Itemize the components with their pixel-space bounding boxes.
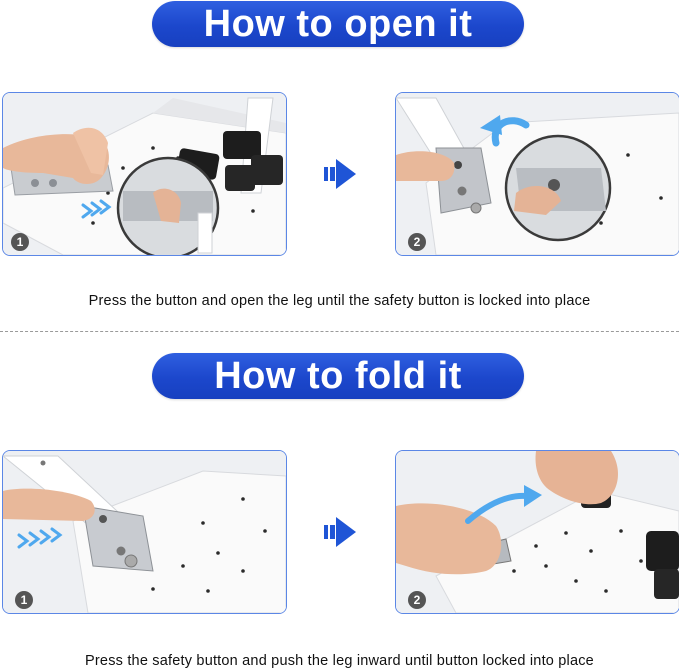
step-number-badge: 2 [408,233,426,251]
section-divider [0,331,679,332]
fold-step-2-photo: 2 [395,450,679,614]
fold-section-caption: Press the safety button and push the leg… [85,653,594,669]
fold-step-1-photo: 1 [2,450,287,614]
open-section-title: How to open it [152,1,524,47]
next-step-arrow-icon [324,517,356,547]
step-number-badge: 1 [15,591,33,609]
step-number-badge: 2 [408,591,426,609]
fold-section-title: How to fold it [152,353,524,399]
open-section-caption: Press the button and open the leg until … [88,293,591,309]
next-step-arrow-icon [324,159,356,189]
open-step-1-photo: 1 [2,92,287,256]
open-step-2-photo: 2 [395,92,679,256]
step-number-badge: 1 [11,233,29,251]
